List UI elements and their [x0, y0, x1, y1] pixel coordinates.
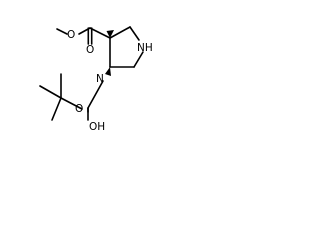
bond-ring-c2-n [129, 26, 140, 41]
bond-tbu-c-methyl-bottom [51, 97, 62, 121]
atom-label-ester-o-methyl: O [67, 29, 75, 41]
bond-n-carbamate-c [87, 80, 104, 109]
bond-o-tertbutyl-c [60, 97, 83, 110]
molecule-diagram: O O NH N O OH [39, 26, 153, 133]
atom-label-ring-n: NH [137, 42, 153, 54]
atom-label-boc-o-ether: O [75, 103, 83, 115]
wedge-bond-c3 [106, 30, 114, 38]
bond-tbu-c-methyl-left [39, 85, 62, 99]
structure-canvas: O O NH N O OH [0, 0, 203, 145]
bond-ring-n-c5 [133, 51, 144, 68]
atom-label-boc-oh: OH [89, 121, 105, 133]
wedge-bond-c4 [105, 67, 111, 76]
atom-label-amide-n: N [96, 73, 104, 85]
bond-ring-c3-c2 [109, 26, 131, 39]
bond-methyl-o [56, 28, 68, 35]
atom-label-ester-o-carbonyl: O [86, 44, 94, 56]
bond-carbonyl-c-ring [89, 27, 111, 39]
